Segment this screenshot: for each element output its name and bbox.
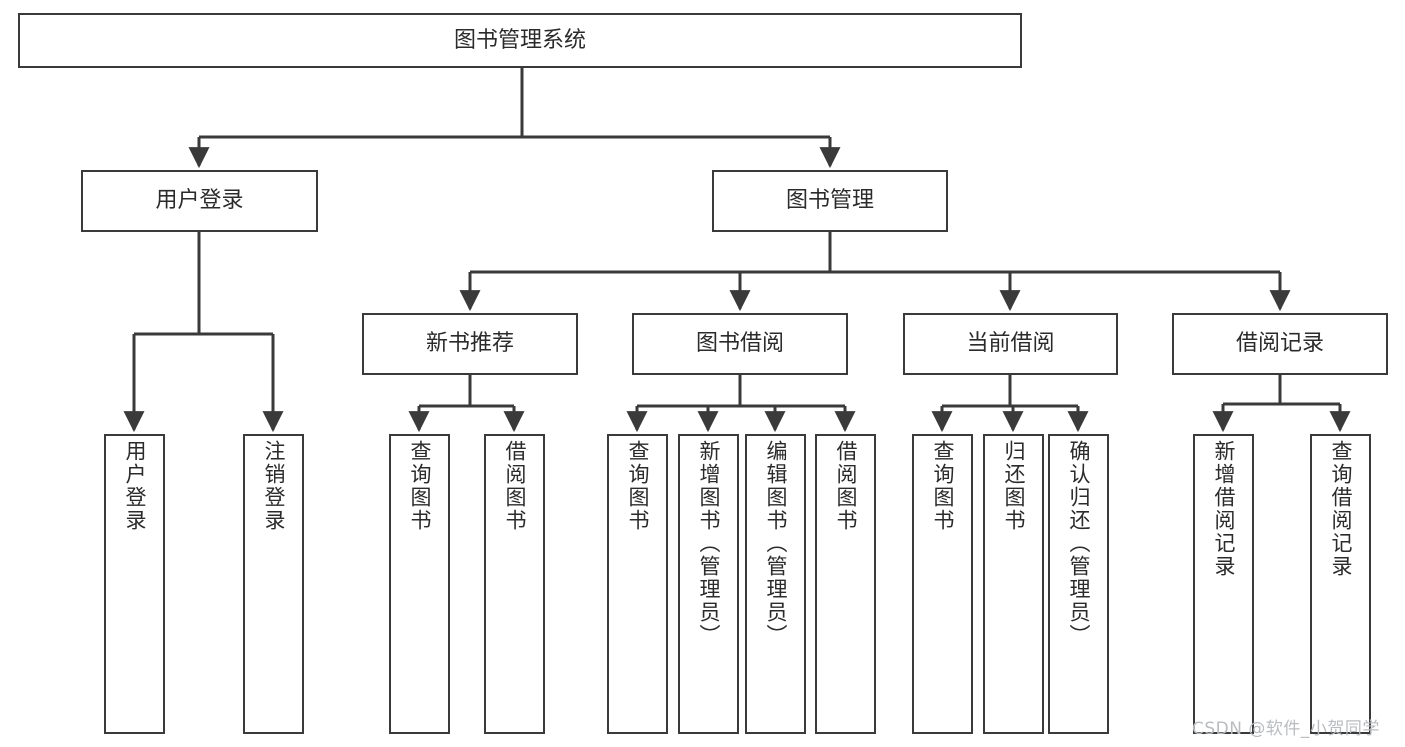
node-label: 借阅图书 — [503, 440, 527, 532]
leaf-borrow-record-query[interactable]: 查询借阅记录 — [1310, 434, 1371, 734]
node-borrow-record[interactable]: 借阅记录 — [1172, 313, 1388, 375]
node-label: 新增借阅记录 — [1212, 440, 1236, 578]
node-label: 用户登录 — [123, 440, 147, 532]
node-label: 查询图书 — [408, 440, 432, 532]
leaf-new-book-query[interactable]: 查询图书 — [389, 434, 450, 734]
watermark: CSDN @软件_小贺同学 — [1192, 719, 1380, 739]
leaf-current-borrow-query[interactable]: 查询图书 — [912, 434, 973, 734]
node-root-system[interactable]: 图书管理系统 — [18, 13, 1022, 68]
node-book-borrow[interactable]: 图书借阅 — [632, 313, 848, 375]
node-book-manage[interactable]: 图书管理 — [712, 170, 948, 232]
node-label: 借阅记录 — [1235, 331, 1324, 357]
leaf-current-borrow-confirm[interactable]: 确认归还（管理员） — [1048, 434, 1109, 734]
leaf-book-borrow-lend[interactable]: 借阅图书 — [815, 434, 876, 734]
leaf-user-login-signout[interactable]: 注销登录 — [243, 434, 304, 734]
node-label: 注销登录 — [262, 440, 286, 532]
leaf-book-borrow-add[interactable]: 新增图书（管理员） — [678, 434, 739, 734]
node-label: 确认归还（管理员） — [1067, 440, 1091, 647]
node-label: 用户登录 — [155, 188, 244, 214]
node-label: 图书管理系统 — [453, 27, 586, 53]
node-label: 新书推荐 — [425, 331, 514, 357]
leaf-book-borrow-edit[interactable]: 编辑图书（管理员） — [745, 434, 806, 734]
leaf-book-borrow-query[interactable]: 查询图书 — [607, 434, 668, 734]
node-new-book-recommend[interactable]: 新书推荐 — [362, 313, 578, 375]
node-label: 借阅图书 — [834, 440, 858, 532]
node-label: 查询图书 — [931, 440, 955, 532]
node-user-login[interactable]: 用户登录 — [81, 170, 318, 232]
leaf-current-borrow-return[interactable]: 归还图书 — [983, 434, 1044, 734]
node-current-borrow[interactable]: 当前借阅 — [903, 313, 1118, 375]
leaf-user-login-signin[interactable]: 用户登录 — [104, 434, 165, 734]
node-label: 图书管理 — [785, 188, 874, 214]
node-label: 查询图书 — [626, 440, 650, 532]
node-label: 当前借阅 — [966, 331, 1055, 357]
node-label: 归还图书 — [1002, 440, 1026, 532]
node-label: 图书借阅 — [695, 331, 784, 357]
leaf-new-book-borrow[interactable]: 借阅图书 — [484, 434, 545, 734]
node-label: 新增图书（管理员） — [697, 440, 721, 647]
node-label: 编辑图书（管理员） — [764, 440, 788, 647]
node-label: 查询借阅记录 — [1329, 440, 1353, 578]
leaf-borrow-record-add[interactable]: 新增借阅记录 — [1193, 434, 1254, 734]
